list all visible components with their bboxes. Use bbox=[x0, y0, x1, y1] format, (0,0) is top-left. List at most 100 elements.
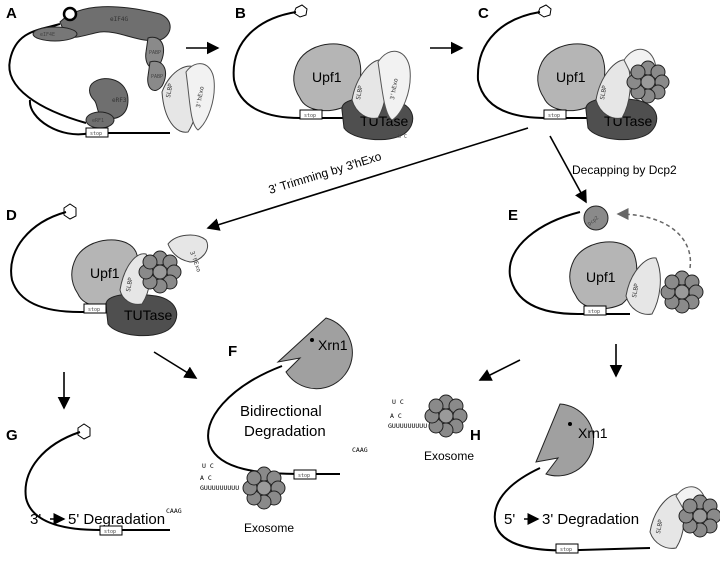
stop-codon-h-label: stop bbox=[560, 547, 572, 553]
stop-codon-h bbox=[555, 543, 579, 554]
panel-letter-h: H bbox=[470, 427, 481, 444]
xrn1-f-label: Xrn1 bbox=[318, 337, 348, 353]
slbp-c-label: SLBP bbox=[599, 85, 608, 101]
stop-codon-a-label: stop bbox=[90, 131, 102, 137]
erf1-label: eRF1 bbox=[92, 118, 104, 124]
slbp-c-shape bbox=[595, 59, 631, 119]
xrn1-f-shape bbox=[276, 317, 353, 390]
stop-codon-e bbox=[583, 305, 607, 316]
loop-f: U C bbox=[392, 398, 404, 406]
exosome-g bbox=[242, 466, 286, 510]
xrn1-h-eye bbox=[568, 422, 572, 426]
upf1-e-label: Upf1 bbox=[586, 269, 616, 285]
stop-codon-f bbox=[293, 469, 317, 480]
exosome-h bbox=[678, 494, 720, 538]
cap-c bbox=[537, 4, 552, 18]
panel-a: A eIF4G eIF4E PABP PABP eRF3 eRF1 stop S… bbox=[6, 5, 215, 138]
stem-g: A C bbox=[200, 474, 212, 482]
eif4e-shape bbox=[32, 26, 78, 42]
panel-d: D Upf1 TUTase stop SLBP 3'hExo bbox=[6, 203, 208, 337]
panel-letter-d: D bbox=[6, 207, 17, 224]
panel-letter-c: C bbox=[478, 5, 489, 22]
panel-letter-b: B bbox=[235, 5, 246, 22]
tutase-d-shape bbox=[105, 293, 178, 337]
stop-codon-e-label: stop bbox=[588, 309, 600, 315]
arrow-e-to-f bbox=[478, 359, 521, 381]
mrna-strand-b bbox=[232, 11, 350, 119]
mrna-strand-e bbox=[508, 211, 630, 315]
panel-letter-a: A bbox=[6, 5, 17, 22]
xrn1-h-label: Xrn1 bbox=[578, 425, 608, 441]
panel-b: B Upf1 TUTase stop SLBP 3'hExo U C bbox=[232, 4, 414, 141]
stop-codon-c bbox=[543, 109, 567, 120]
exosome-f bbox=[424, 394, 468, 438]
cap-b bbox=[293, 4, 308, 18]
stop-codon-a bbox=[85, 127, 109, 138]
exosome-d bbox=[138, 250, 182, 294]
slbp-e-label: SLBP bbox=[631, 283, 640, 299]
slbp-b-label: SLBP bbox=[355, 85, 364, 101]
panel-letter-f: F bbox=[228, 343, 237, 360]
hexo-d-shape bbox=[167, 234, 208, 263]
hexo-b-label: 3'hExo bbox=[389, 77, 400, 100]
stop-codon-g-label: stop bbox=[104, 529, 116, 535]
deg-3to5-a: 3' bbox=[30, 511, 41, 528]
mrna-strand-g bbox=[24, 431, 170, 531]
exosome-f-label: Exosome bbox=[424, 449, 474, 463]
stem-f: A C bbox=[390, 412, 402, 420]
panel-e: E Dcp2 Upf1 stop SLBP bbox=[508, 205, 704, 316]
stop-codon-c-label: stop bbox=[548, 113, 560, 119]
hexo-a-shape bbox=[185, 63, 215, 131]
xrn1-f-eye bbox=[310, 338, 314, 342]
polyu-f: GUUUUUUUUU bbox=[388, 422, 427, 430]
slbp-h-label: SLBP bbox=[655, 519, 664, 535]
dcp2-shape bbox=[583, 205, 609, 231]
mrna-loop-a bbox=[28, 99, 91, 136]
stop-codon-d-label: stop bbox=[88, 307, 100, 313]
deg-3to5-b: 5' Degradation bbox=[68, 511, 165, 528]
stop-codon-d bbox=[83, 303, 107, 314]
caag-f: CAAG bbox=[352, 446, 368, 454]
eif4e-label: eIF4E bbox=[40, 32, 55, 38]
erf3-label: eRF3 bbox=[112, 97, 127, 104]
cap-structure-a bbox=[62, 6, 78, 22]
bidirectional-line2: Degradation bbox=[244, 423, 326, 440]
upf1-e-shape bbox=[569, 241, 638, 310]
tutase-d-label: TUTase bbox=[124, 307, 172, 323]
arrow-d-to-f bbox=[153, 351, 198, 379]
dashed-arrow-dcp2 bbox=[616, 208, 692, 269]
deg-5to3-b: 3' Degradation bbox=[542, 511, 639, 528]
arrow-c-to-e bbox=[549, 135, 587, 204]
stop-codon-b bbox=[299, 109, 323, 120]
trimming-label: 3' Trimming by 3'hExo bbox=[267, 149, 384, 197]
mrna-strand-h bbox=[493, 467, 651, 552]
stop-codon-f-label: stop bbox=[298, 473, 310, 479]
decapping-label: Decapping by Dcp2 bbox=[572, 163, 677, 177]
bidirectional-line1: Bidirectional bbox=[240, 403, 322, 420]
cap-g bbox=[77, 423, 91, 440]
exosome-e bbox=[660, 270, 704, 314]
xrn1-h-shape bbox=[535, 403, 595, 477]
panel-letter-e: E bbox=[508, 207, 518, 224]
panel-c: C Upf1 TUTase stop SLBP bbox=[476, 4, 670, 141]
slbp-d-label: SLBP bbox=[125, 277, 134, 293]
panel-f: F Xrn1 Bidirectional Degradation stop CA… bbox=[207, 317, 474, 480]
cap-d bbox=[63, 203, 77, 220]
upf1-c-label: Upf1 bbox=[556, 69, 586, 85]
stop-codon-g bbox=[99, 525, 123, 536]
eif4g-label: eIF4G bbox=[110, 16, 128, 23]
pabp-a2-shape bbox=[147, 60, 166, 91]
pabp-a1-label: PABP bbox=[149, 50, 161, 56]
loop-g: U C bbox=[202, 462, 214, 470]
upf1-d-label: Upf1 bbox=[90, 265, 120, 281]
hexo-b-shape bbox=[377, 50, 411, 121]
mrna-strand-d bbox=[10, 211, 130, 313]
slbp-e-shape bbox=[625, 257, 661, 315]
deg-5to3-a: 5' bbox=[504, 511, 515, 528]
stop-codon-b-label: stop bbox=[304, 113, 316, 119]
polyu-tail-b: U C bbox=[398, 134, 407, 140]
panel-letter-g: G bbox=[6, 427, 18, 444]
hexo-a-label: 3'hExo bbox=[195, 85, 206, 108]
